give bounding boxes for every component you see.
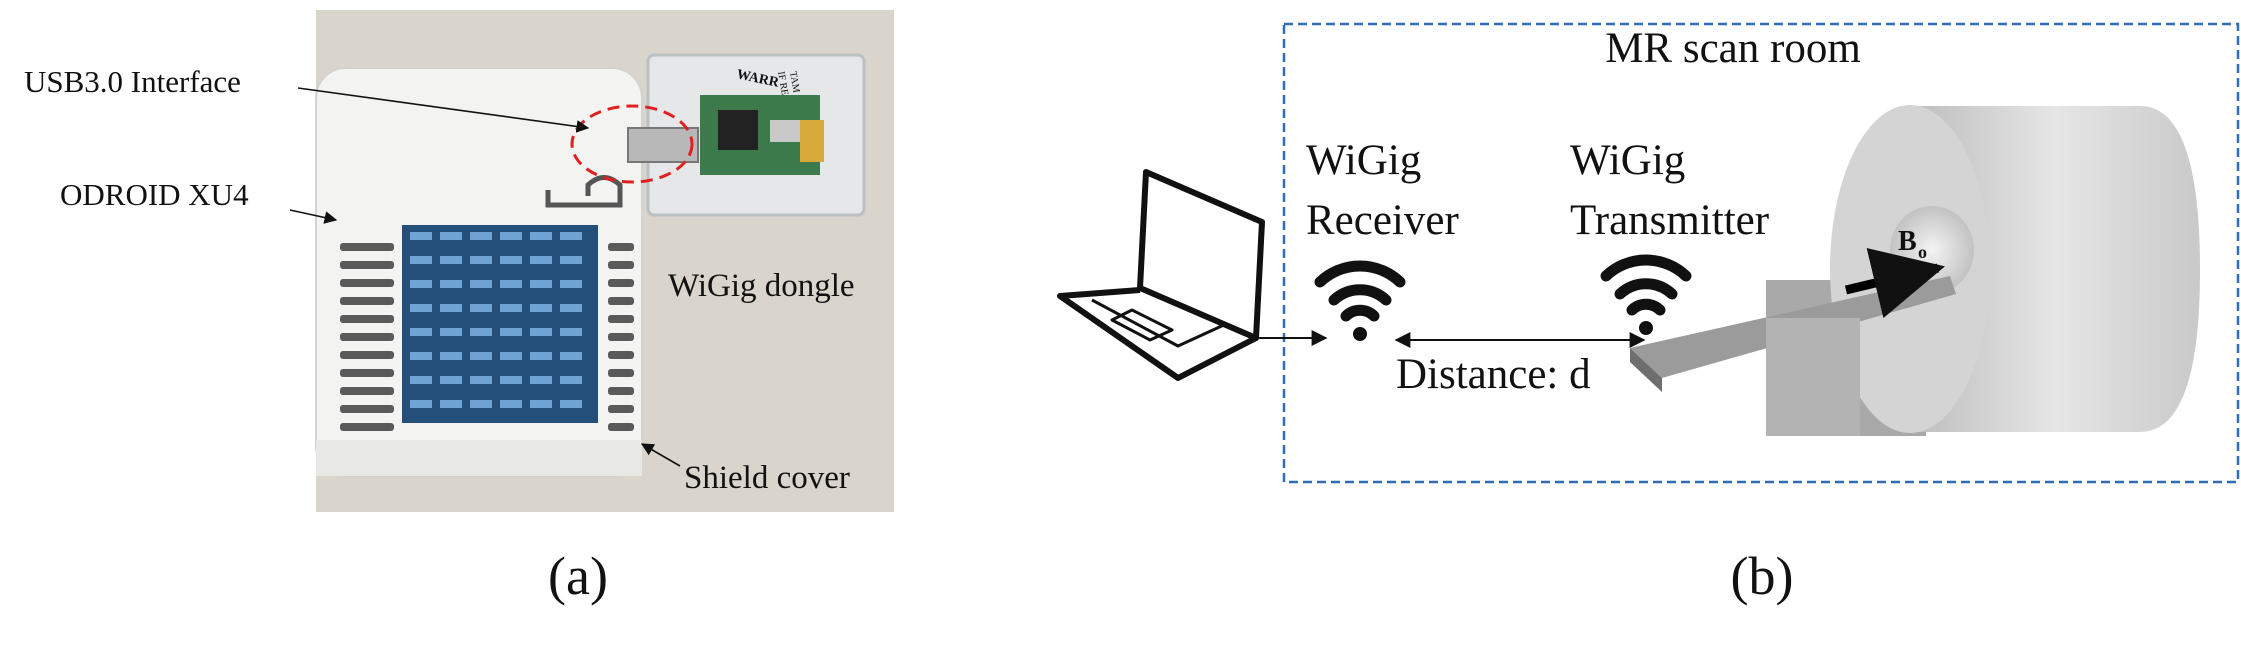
label-odroid-xu4: ODROID XU4 [60,177,249,212]
wifi-transmitter-icon [1600,254,1692,335]
receiver-label-line-2: Receiver [1306,197,1459,244]
laptop-icon [1057,169,1265,381]
dongle-sticker-line-2: IF RE [775,71,790,97]
field-label-subscript: o [1918,242,1927,262]
shield-leader-line [640,443,681,467]
usb-highlight-ellipse [570,104,694,184]
heatsink [402,225,598,423]
label-usb-interface: USB3.0 Interface [24,64,241,99]
label-shield-cover: Shield cover [684,460,850,496]
receiver-label-line-1: WiGig [1306,137,1421,184]
field-arrow [1844,248,1946,319]
caption-b: (b) [1731,546,1794,606]
wifi-receiver-icon [1314,260,1406,341]
odroid-leader-line [289,209,338,224]
mri-scanner: B o [1630,105,2200,436]
mr-room-label: MR scan room [1605,25,1861,72]
right-vents [608,243,634,431]
caption-a: (a) [548,546,608,606]
panel-a: WARR IF RE TAM USB3.0 Interface ODROID X… [24,10,894,606]
distance-label: Distance: d [1396,351,1591,398]
field-label: B [1898,226,1917,257]
wigig-dongle: WARR IF RE TAM [627,53,866,217]
panel-b: MR scan room WiGig Receiver WiGig T [1057,22,2240,606]
transmitter-label-line-1: WiGig [1570,137,1685,184]
dongle-sticker-line-3: TAM [787,71,802,94]
usb-leader-line [297,87,590,133]
mr-room-frame [1282,22,2240,484]
transmitter-label-line-2: Transmitter [1570,197,1769,244]
label-wigig-dongle: WiGig dongle [668,268,855,304]
left-vents [340,243,394,431]
